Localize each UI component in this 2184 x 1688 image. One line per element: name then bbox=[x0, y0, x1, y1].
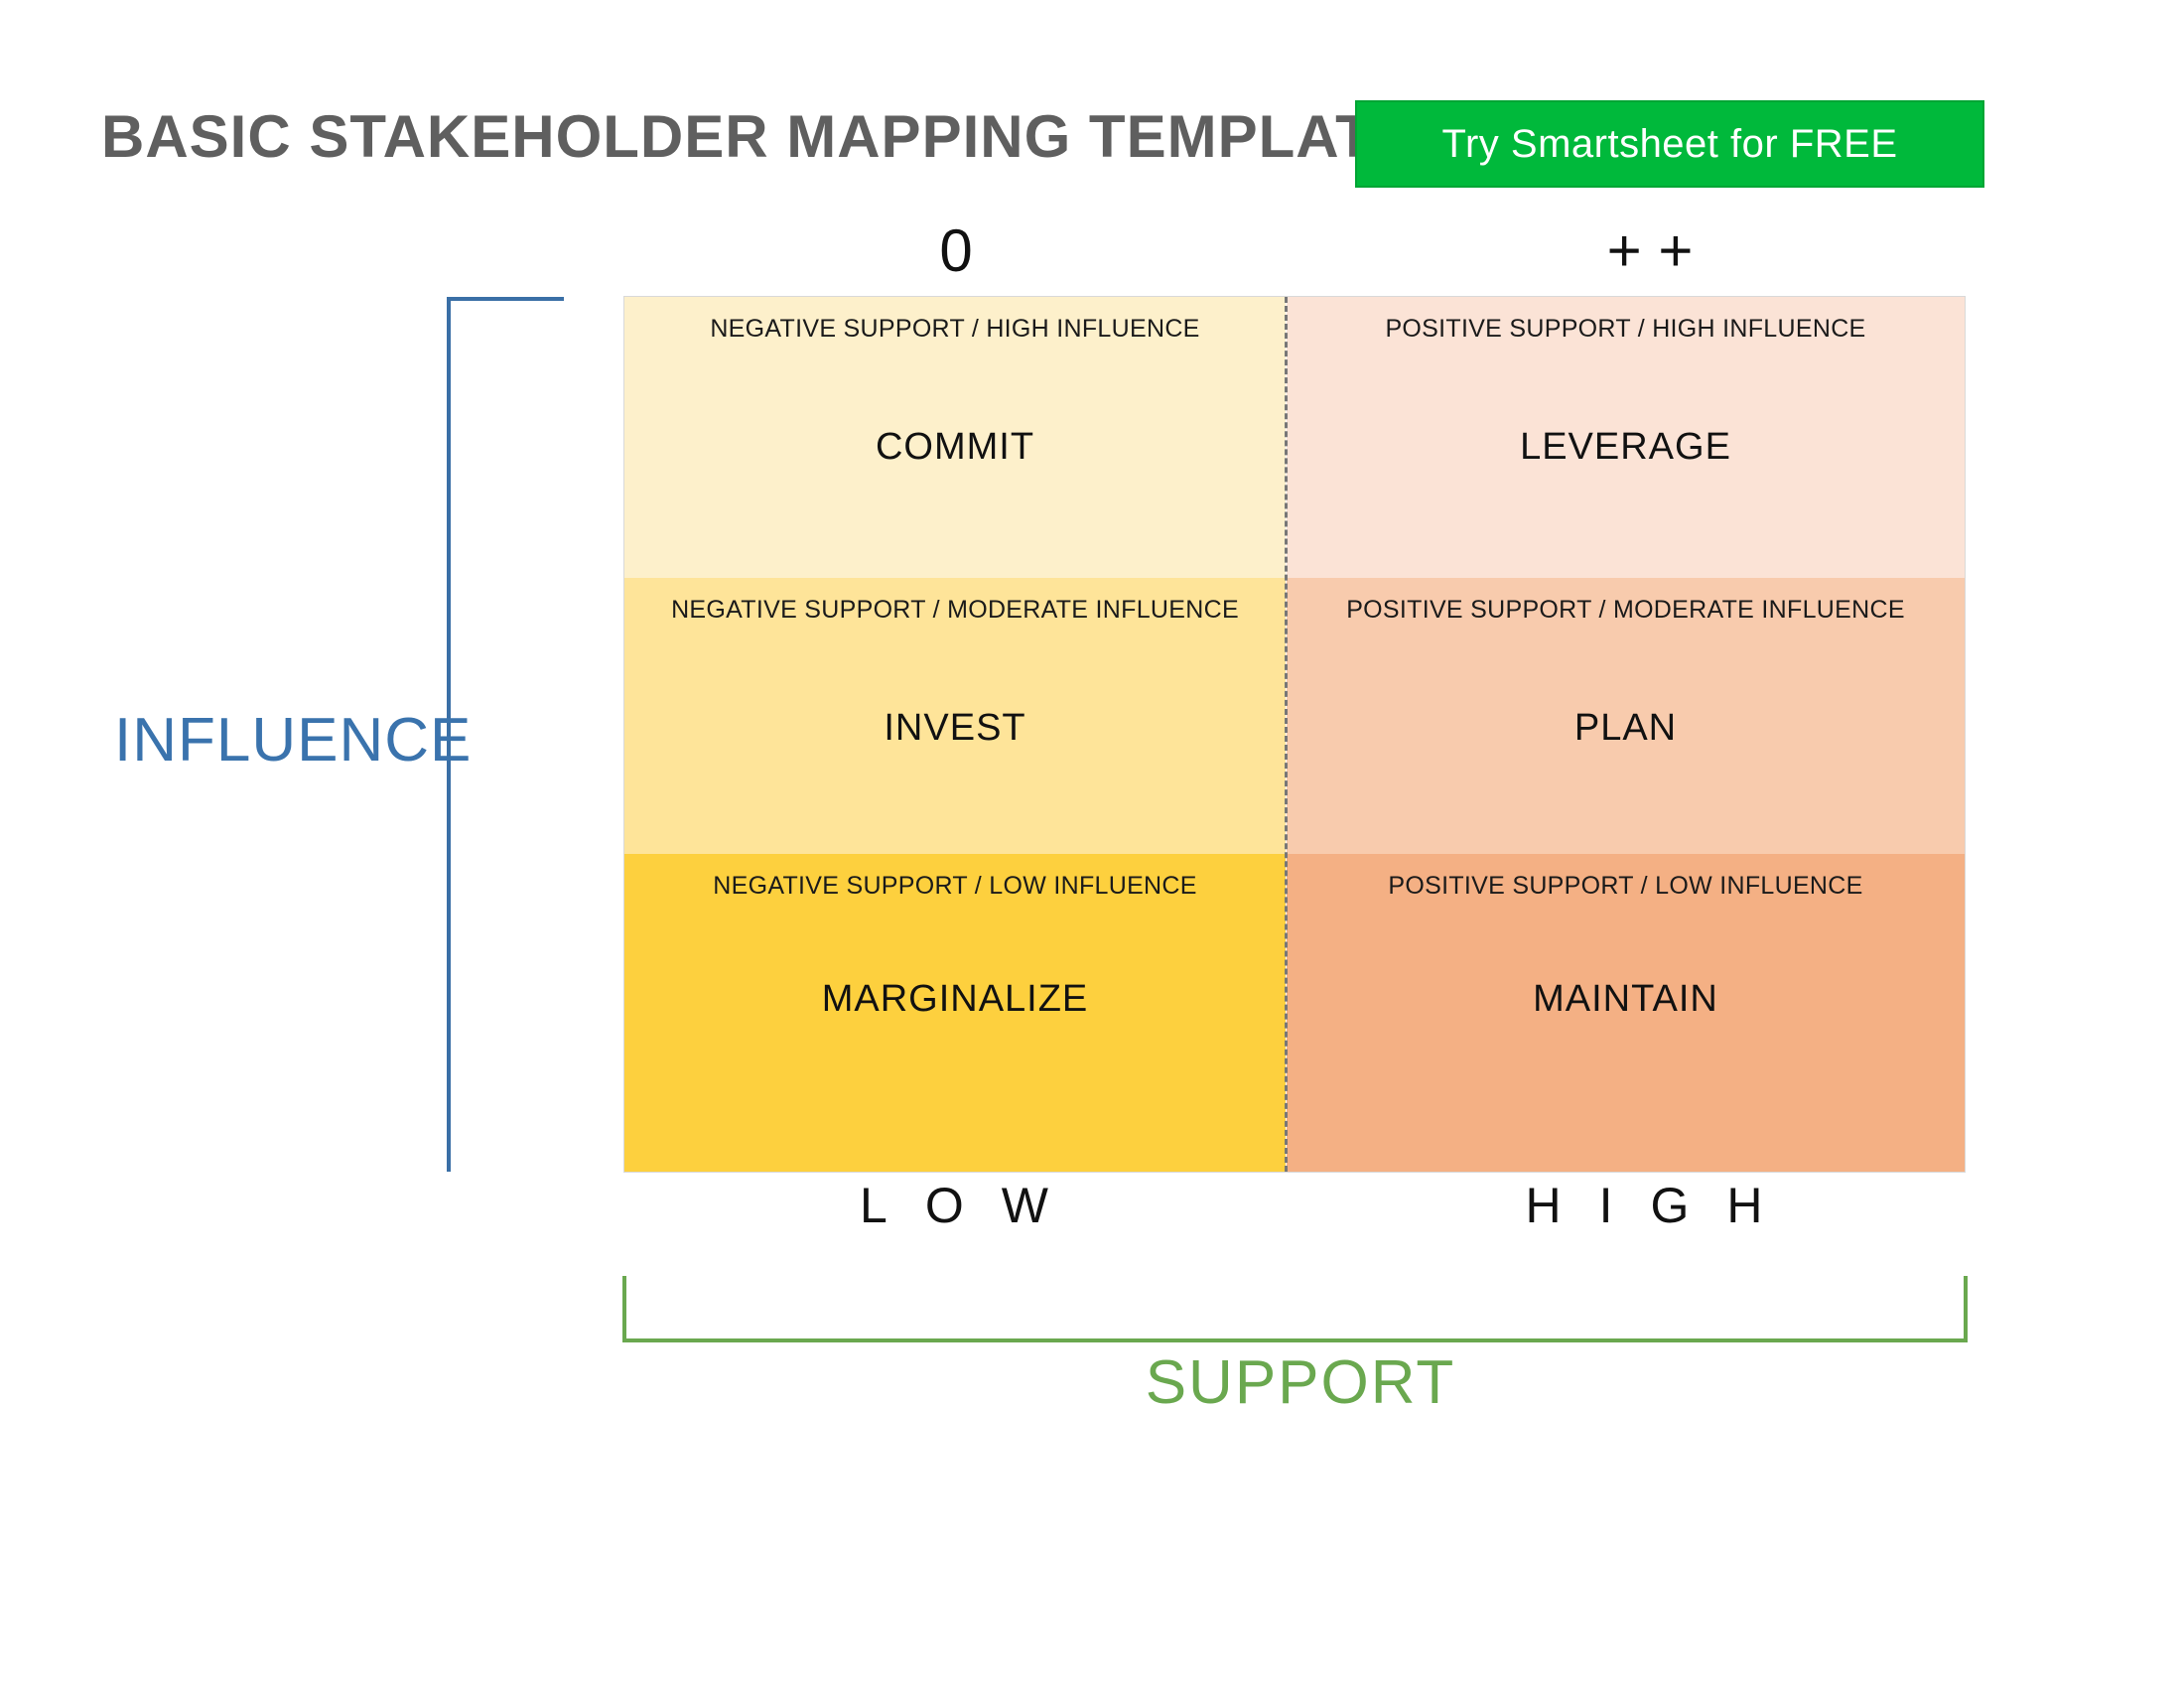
low-axis-label: LOW bbox=[860, 1178, 1086, 1233]
quadrant-maintain: POSITIVE SUPPORT / LOW INFLUENCE MAINTAI… bbox=[1287, 854, 1965, 1172]
quadrant-leverage: POSITIVE SUPPORT / HIGH INFLUENCE LEVERA… bbox=[1287, 297, 1965, 578]
quadrant-label: PLAN bbox=[1573, 707, 1678, 749]
quadrant-subtitle: NEGATIVE SUPPORT / HIGH INFLUENCE bbox=[710, 315, 1200, 343]
quadrant-subtitle: POSITIVE SUPPORT / HIGH INFLUENCE bbox=[1385, 315, 1866, 343]
quadrant-subtitle: NEGATIVE SUPPORT / MODERATE INFLUENCE bbox=[671, 596, 1239, 624]
support-bracket bbox=[622, 1276, 1968, 1342]
quadrant-invest: NEGATIVE SUPPORT / MODERATE INFLUENCE IN… bbox=[624, 578, 1286, 854]
quadrant-marginalize: NEGATIVE SUPPORT / LOW INFLUENCE MARGINA… bbox=[624, 854, 1286, 1172]
top-left-axis-label: 0 bbox=[939, 217, 973, 284]
vertical-divider bbox=[1285, 297, 1288, 1172]
support-axis-label: SUPPORT bbox=[1145, 1348, 1456, 1417]
influence-axis-label: INFLUENCE bbox=[114, 706, 473, 774]
quadrant-label: LEVERAGE bbox=[1520, 426, 1731, 468]
stakeholder-grid: NEGATIVE SUPPORT / HIGH INFLUENCE COMMIT… bbox=[623, 296, 1966, 1173]
quadrant-commit: NEGATIVE SUPPORT / HIGH INFLUENCE COMMIT bbox=[624, 297, 1286, 578]
top-right-axis-label: + + bbox=[1606, 217, 1694, 284]
quadrant-label: INVEST bbox=[884, 707, 1026, 749]
quadrant-label: MAINTAIN bbox=[1533, 978, 1718, 1020]
high-axis-label: HIGH bbox=[1525, 1178, 1801, 1233]
page-title: BASIC STAKEHOLDER MAPPING TEMPLATE bbox=[101, 103, 1414, 170]
quadrant-label: MARGINALIZE bbox=[821, 978, 1089, 1020]
try-smartsheet-button[interactable]: Try Smartsheet for FREE bbox=[1355, 100, 1984, 188]
quadrant-subtitle: POSITIVE SUPPORT / MODERATE INFLUENCE bbox=[1346, 596, 1905, 624]
influence-bracket bbox=[447, 297, 564, 1172]
quadrant-subtitle: POSITIVE SUPPORT / LOW INFLUENCE bbox=[1388, 872, 1863, 900]
quadrant-plan: POSITIVE SUPPORT / MODERATE INFLUENCE PL… bbox=[1287, 578, 1965, 854]
quadrant-label: COMMIT bbox=[875, 426, 1035, 468]
quadrant-subtitle: NEGATIVE SUPPORT / LOW INFLUENCE bbox=[713, 872, 1197, 900]
